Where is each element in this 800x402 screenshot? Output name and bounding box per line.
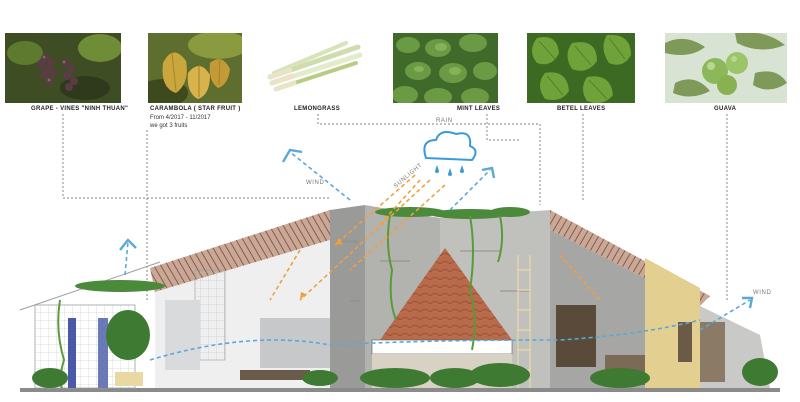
wind-arrowhead-right xyxy=(742,296,754,309)
mint-leaves-photo xyxy=(393,33,498,103)
carambola-note-line-2: we got 3 fruits xyxy=(150,123,188,129)
wind-arrowhead-center xyxy=(481,166,496,179)
guava-photo xyxy=(665,33,787,103)
carambola-photo xyxy=(148,33,242,103)
wind-arrows xyxy=(124,151,751,361)
grape-vines-caption: GRAPE - VINES "NINH THUAN" xyxy=(31,106,129,112)
wind-arrowheads xyxy=(119,148,754,309)
planter-pot xyxy=(115,372,143,386)
wind-arrowhead-left xyxy=(281,148,303,163)
rain-drops xyxy=(435,165,464,176)
leader-mint xyxy=(486,114,520,141)
wind-label-left: WIND xyxy=(306,180,325,186)
sunlight-arrowheads xyxy=(300,238,343,300)
ground-line xyxy=(20,388,780,392)
left-concrete-wall xyxy=(330,205,365,388)
grape-vines-photo xyxy=(5,33,121,103)
ground-plants xyxy=(32,310,778,388)
concrete-texture xyxy=(340,240,530,302)
wind-label-right: WIND xyxy=(753,290,772,296)
leader-lines xyxy=(62,114,728,300)
courtyard-tile-roof xyxy=(380,248,512,340)
carambola-caption: CARAMBOLA ( STAR FRUIT ) xyxy=(150,106,241,112)
mint-leaves-caption: MINT LEAVES xyxy=(457,106,501,112)
left-roof xyxy=(150,210,330,388)
right-roof xyxy=(550,210,710,388)
betel-leaves-caption: BETEL LEAVES xyxy=(557,106,606,112)
wind-arrowhead-small xyxy=(119,238,137,251)
leader-grape xyxy=(62,114,330,199)
guava-caption: GUAVA xyxy=(714,106,737,112)
betel-leaves-photo xyxy=(527,33,635,103)
sunlight-arrows xyxy=(269,174,601,301)
rain-label: RAIN xyxy=(436,118,453,124)
leader-lemongrass xyxy=(317,114,541,205)
lemongrass-photo xyxy=(266,33,363,103)
carambola-note-line-1: From 4/2017 - 11/2017 xyxy=(150,115,211,121)
rain-cloud-icon xyxy=(423,131,477,162)
lemongrass-caption: LEMONGRASS xyxy=(294,106,341,112)
